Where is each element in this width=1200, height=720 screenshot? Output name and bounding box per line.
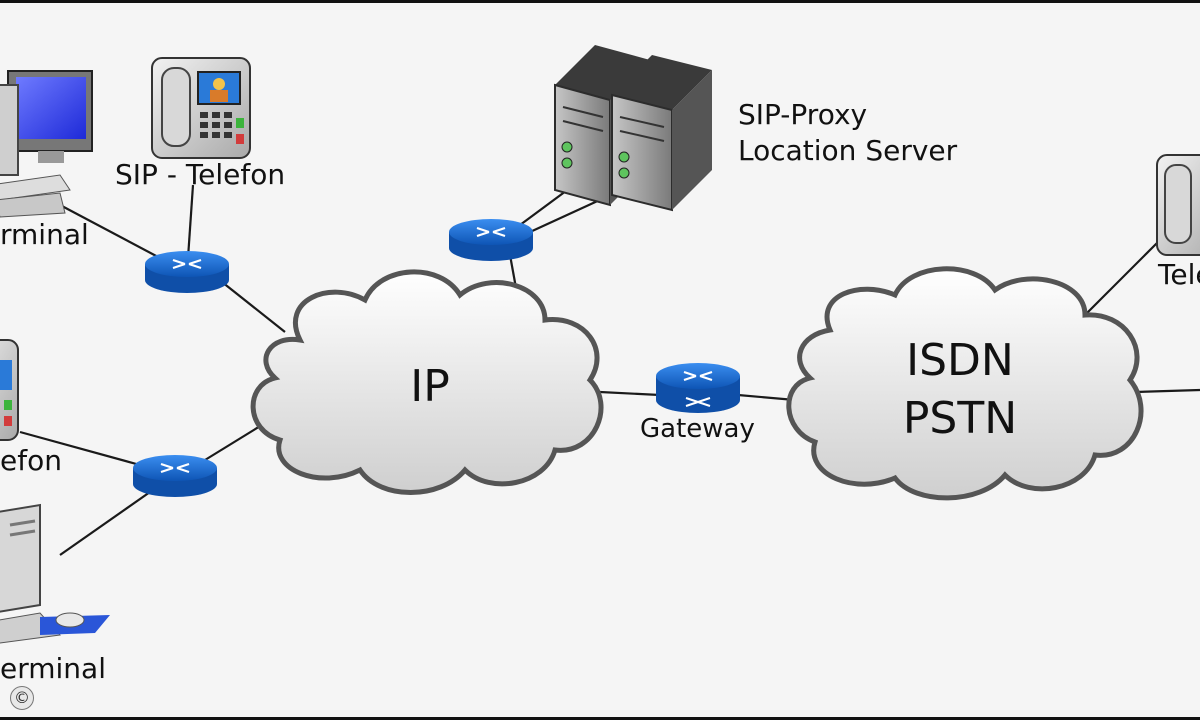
isdn-label: ISDN (906, 335, 1014, 386)
link-terminal2-router (59, 491, 151, 556)
ip-cloud (250, 269, 604, 495)
telefon-left-label: efon (0, 444, 62, 477)
location-server-label: Location Server (738, 134, 958, 167)
link-sipphone-router (186, 184, 195, 259)
router-top-left-icon (145, 251, 229, 293)
connection-lines (19, 184, 1200, 556)
copyright-icon: © (10, 686, 34, 710)
link-ip-gateway (599, 390, 661, 397)
sip-phone-icon (151, 57, 251, 159)
telefon-right-label: Tele (1158, 258, 1200, 291)
isdn-pstn-cloud (786, 266, 1144, 501)
link-telefon-router (19, 430, 141, 467)
link-isdn-telefon (1074, 239, 1161, 326)
router-server-icon (449, 219, 533, 261)
pstn-label: PSTN (902, 393, 1018, 444)
link-server-router-a (519, 187, 571, 226)
router-bottom-left-icon (133, 455, 217, 497)
link-terminal-router (59, 204, 161, 259)
sip-proxy-label: SIP-Proxy (738, 98, 868, 131)
ip-cloud-label: IP (410, 361, 450, 412)
telefon-left-icon (0, 339, 19, 441)
link-gateway-isdn (737, 393, 796, 402)
sip-proxy-server-icon (554, 45, 712, 212)
telefon-right-icon (1156, 154, 1200, 256)
link-router-ip (221, 281, 286, 333)
gateway-label: Gateway (640, 414, 755, 444)
gateway-router-icon (656, 363, 740, 413)
terminal-top-label: rminal (0, 218, 89, 251)
terminal-top-icon (0, 70, 93, 218)
terminal-bottom-icon (0, 503, 110, 644)
link-isdn-right (1134, 388, 1200, 394)
sip-telefon-label: SIP - Telefon (115, 158, 286, 191)
terminal-bottom-label: erminal (0, 652, 106, 685)
